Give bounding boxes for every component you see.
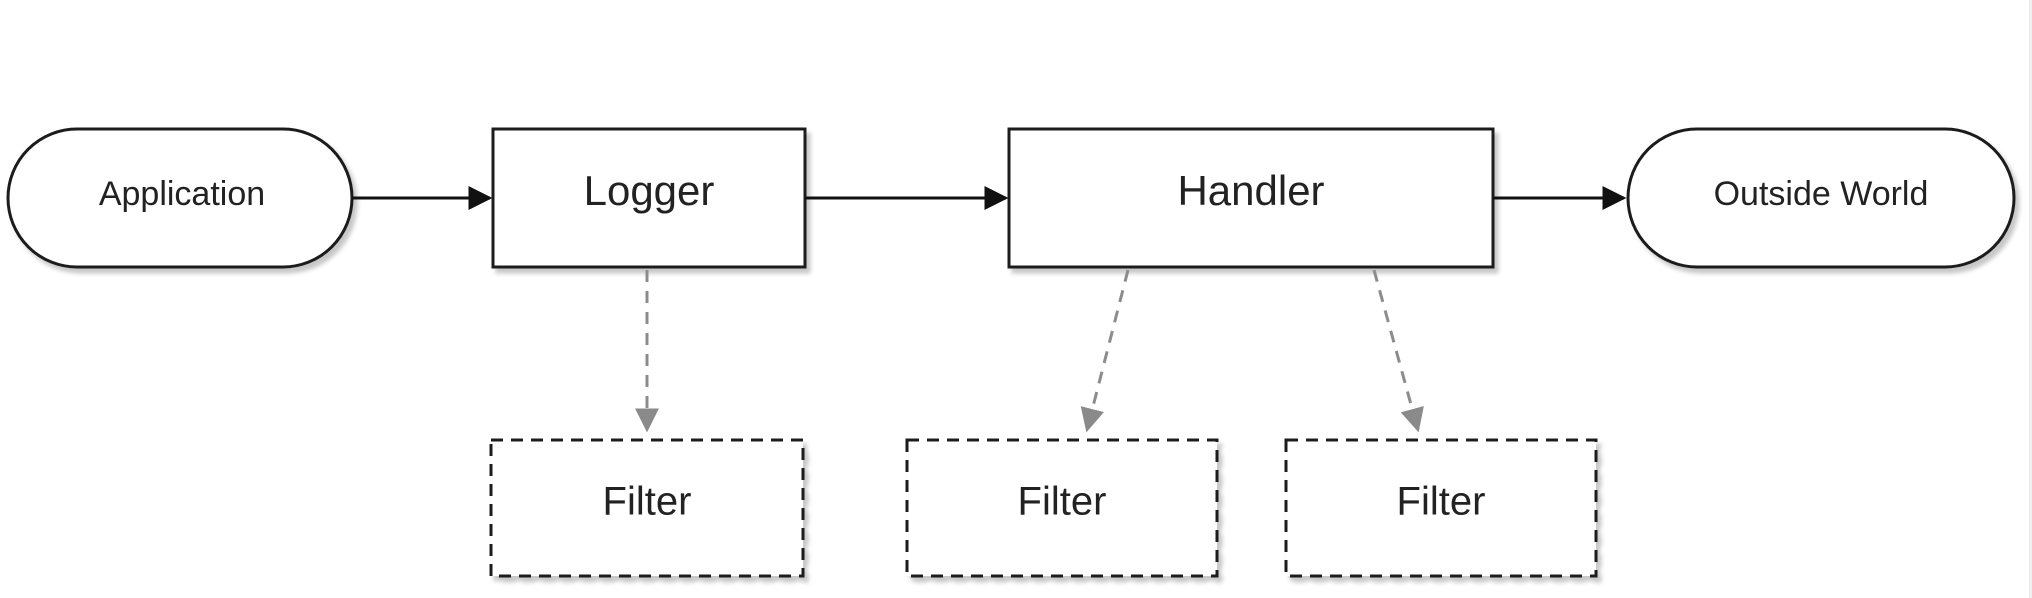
outside-world-label: Outside World (1714, 175, 1929, 213)
application-node: Application (6, 127, 354, 269)
handler-filter-1-node: Filter (905, 438, 1219, 578)
logger-node: Logger (491, 127, 807, 269)
outside-world-node: Outside World (1626, 127, 2016, 269)
handler-to-filter-1-arrow (1080, 269, 1130, 433)
right-edge-rule (2029, 0, 2032, 598)
handler-filter-2-label: Filter (1397, 480, 1486, 524)
handler-node: Handler (1007, 127, 1495, 269)
handler-to-filter-2-arrow (1372, 269, 1424, 433)
handler-filter-2-node: Filter (1284, 438, 1598, 578)
handler-filter-1-label: Filter (1018, 480, 1107, 524)
logger-filter-node: Filter (489, 438, 805, 578)
handler-label: Handler (1177, 167, 1324, 214)
logger-label: Logger (584, 167, 715, 214)
application-label: Application (99, 175, 265, 213)
logger-filter-label: Filter (603, 480, 692, 524)
